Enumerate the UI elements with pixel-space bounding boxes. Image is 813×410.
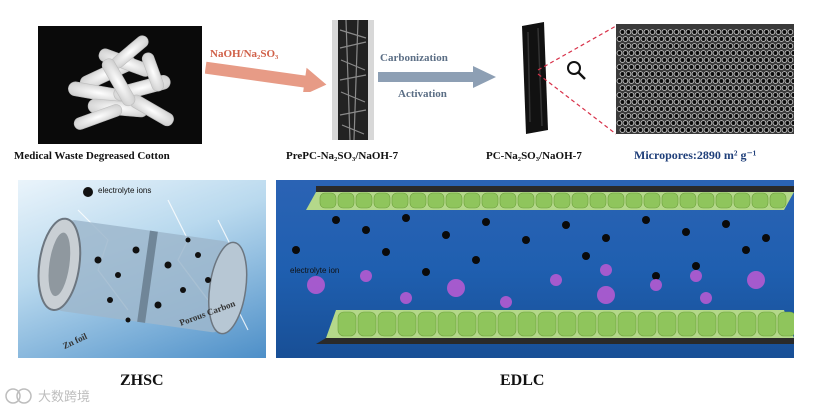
arrow-carbonization	[378, 66, 496, 88]
watermark-text: 大数跨境	[38, 390, 91, 405]
watermark-logo-icon	[5, 387, 32, 404]
watermark: 大数跨境	[4, 386, 90, 405]
micropore-sem-image	[616, 24, 794, 134]
prepc-label: PrePC-Na₂SO₃/NaOH-7	[286, 150, 399, 162]
zhsc-electrolyte-label: electrolyte ions	[98, 186, 152, 195]
micropores-label: Micropores:2890 m² g⁻¹	[634, 148, 757, 162]
carbon-fiber-image	[514, 22, 552, 134]
arrow2-label-line1: Carbonization	[380, 52, 448, 64]
cotton-label: Medical Waste Degreased Cotton	[14, 150, 170, 162]
zoom-lines	[537, 25, 617, 135]
zhsc-panel: electrolyte ions Porous Carbon Zn foil	[18, 180, 266, 358]
arrow1-label: NaOH/Na₂SO₃	[210, 48, 279, 60]
fiber-sem-image	[332, 20, 374, 140]
magnifier-icon	[567, 61, 586, 80]
zhsc-label: ZHSC	[120, 372, 164, 389]
edlc-electrolyte-label: electrolyte ion	[290, 266, 340, 275]
arrow2-label-line2: Activation	[398, 88, 447, 100]
edlc-label: EDLC	[500, 372, 545, 389]
cotton-image	[38, 26, 202, 144]
edlc-panel: electrolyte ion	[276, 180, 794, 358]
pc-label: PC-Na₂SO₃/NaOH-7	[486, 150, 582, 162]
arrow-naoh	[205, 61, 327, 92]
